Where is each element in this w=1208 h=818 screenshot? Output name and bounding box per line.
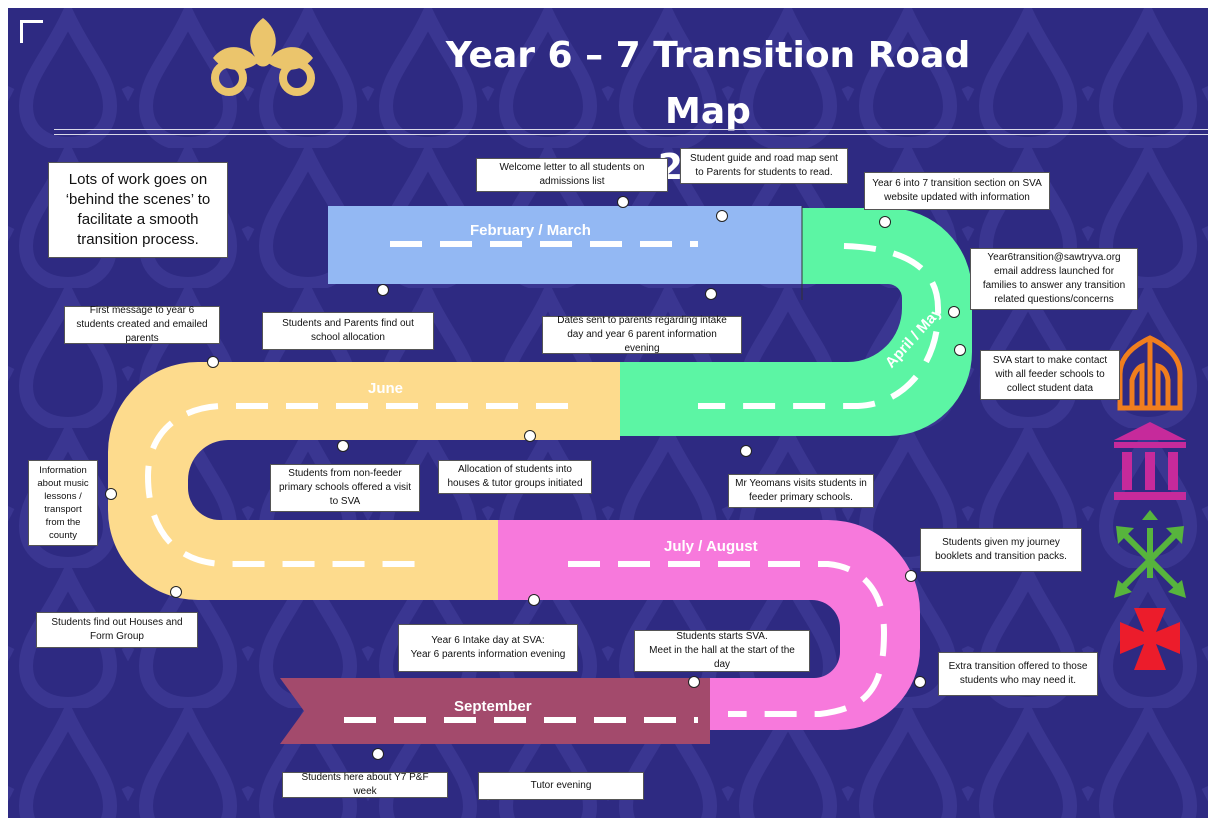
label-july-august: July / August bbox=[664, 538, 758, 555]
label-feb-march: February / March bbox=[470, 222, 591, 239]
pin-welcome bbox=[617, 196, 629, 208]
road-april-may bbox=[620, 208, 972, 436]
pin-journey bbox=[905, 570, 917, 582]
label-september: September bbox=[454, 698, 532, 715]
poster-background: Year 6 – 7 Transition Road Map 2025 Lots… bbox=[8, 8, 1208, 818]
note-dates-sent: Dates sent to parents regarding intake d… bbox=[542, 315, 742, 354]
pin-houses bbox=[524, 430, 536, 442]
note-feeder-contact: SVA start to make contact with all feede… bbox=[980, 350, 1120, 400]
note-pf-week: Students here about Y7 P&F week bbox=[282, 772, 448, 798]
pin-email bbox=[948, 306, 960, 318]
road-july-august bbox=[498, 520, 920, 730]
title-divider bbox=[54, 129, 1208, 135]
pin-dates bbox=[705, 288, 717, 300]
logo-quatrefoil bbox=[211, 18, 315, 96]
pin-feeder bbox=[954, 344, 966, 356]
road-september bbox=[280, 678, 710, 744]
note-website-updated: Year 6 into 7 transition section on SVA … bbox=[864, 172, 1050, 210]
arrows-cross-icon bbox=[1114, 510, 1186, 598]
pin-form-group bbox=[170, 586, 182, 598]
columns-building-icon bbox=[1114, 422, 1186, 500]
note-tutor-evening: Tutor evening bbox=[478, 772, 644, 800]
pin-music bbox=[105, 488, 117, 500]
note-students-start: Students starts SVA. Meet in the hall at… bbox=[634, 630, 810, 672]
gothic-window-icon bbox=[1117, 335, 1183, 411]
pin-pf-week bbox=[372, 748, 384, 760]
road-diagram bbox=[8, 8, 1208, 818]
pin-yeomans bbox=[740, 445, 752, 457]
note-non-feeder: Students from non-feeder primary schools… bbox=[270, 464, 420, 512]
corner-mark bbox=[20, 20, 43, 43]
note-email-launched: Year6transition@sawtryva.org email addre… bbox=[970, 248, 1138, 310]
pin-first-message bbox=[207, 356, 219, 368]
pin-guide bbox=[716, 210, 728, 222]
pin-intake bbox=[528, 594, 540, 606]
note-mr-yeomans: Mr Yeomans visits students in feeder pri… bbox=[728, 474, 874, 508]
note-music-lessons: Information about music lessons / transp… bbox=[28, 460, 98, 546]
label-june: June bbox=[368, 380, 404, 397]
pin-website bbox=[879, 216, 891, 228]
note-extra-transition: Extra transition offered to those studen… bbox=[938, 652, 1098, 696]
cross-pattee-icon bbox=[1120, 608, 1180, 670]
road-june bbox=[108, 362, 620, 600]
note-welcome-letter: Welcome letter to all students on admiss… bbox=[476, 158, 668, 192]
pin-allocation bbox=[377, 284, 389, 296]
note-student-guide: Student guide and road map sent to Paren… bbox=[680, 148, 848, 184]
pin-non-feeder bbox=[337, 440, 349, 452]
note-houses-form-group: Students find out Houses and Form Group bbox=[36, 612, 198, 648]
note-intake-day: Year 6 Intake day at SVA: Year 6 parents… bbox=[398, 624, 578, 672]
pin-extra bbox=[914, 676, 926, 688]
pin-starts bbox=[688, 676, 700, 688]
note-school-allocation: Students and Parents find out school all… bbox=[262, 312, 434, 350]
note-first-message: First message to year 6 students created… bbox=[64, 305, 220, 344]
intro-box: Lots of work goes on ‘behind the scenes’… bbox=[48, 162, 228, 258]
note-houses-allocation: Allocation of students into houses & tut… bbox=[438, 460, 592, 494]
road-dashes bbox=[144, 241, 942, 723]
title-line-1: Year 6 – 7 Transition Road Map bbox=[445, 35, 971, 132]
note-journey-booklets: Students given my journey booklets and t… bbox=[920, 528, 1082, 572]
